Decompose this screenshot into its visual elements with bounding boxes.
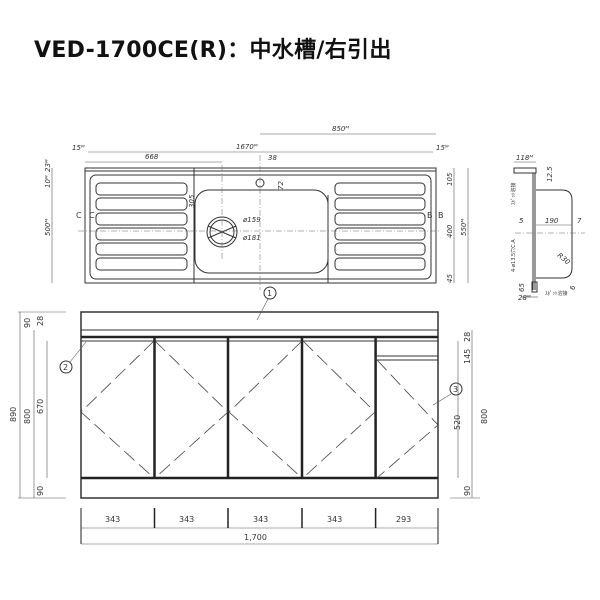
dim-15-right: 15ᴹ (436, 144, 449, 152)
total-width: 1,700 (244, 533, 267, 542)
left-drainboard-ribs (95, 182, 188, 271)
dim-28: 28ᴹ (518, 294, 531, 302)
dim-90-top: 90 (23, 318, 32, 328)
countertop-inner-edge (89, 174, 432, 280)
dim-drain-inner: ø181 (242, 234, 261, 242)
dim-23: 23ᴹ (44, 159, 52, 172)
door-swing-lines (80, 340, 439, 479)
dim-72: 72 (277, 181, 285, 190)
dim-118: 118ᴹ (516, 154, 533, 162)
dim-r30: R30 (556, 251, 572, 266)
dim-10: 10ᴹ (44, 175, 52, 188)
width-door-4: 343 (327, 515, 342, 524)
dim-90-bottom-left: 90 (36, 486, 45, 496)
front-view: 1 2 3 890 800 670 90 28 90 28 145 520 80… (9, 286, 489, 545)
plan-view: 850ᴹ 1670ᴹ 15ᴹ 15ᴹ 668 305 38 72 23ᴹ 10ᴹ… (44, 125, 469, 290)
dim-15-left: 15ᴹ (72, 144, 85, 152)
dim-190: 190 (545, 217, 559, 225)
dim-670: 670 (36, 399, 45, 414)
width-door-2: 343 (179, 515, 194, 524)
callout-2 (59, 360, 73, 374)
callout-3 (449, 382, 463, 396)
sink-basin (194, 189, 329, 274)
dim-305: 305 (188, 194, 196, 208)
countertop-outline (84, 167, 437, 284)
dim-550: 550ᴹ (460, 219, 468, 236)
dim-5: 5 (519, 217, 524, 225)
dim-145: 145 (463, 349, 472, 364)
callout-1-label: 1 (267, 289, 272, 298)
dim-90-bottom-right: 90 (463, 486, 472, 496)
dim-850: 850ᴹ (332, 125, 349, 133)
dim-668: 668 (145, 153, 159, 161)
dim-520: 520 (453, 415, 462, 430)
dim-65: 65 (518, 283, 526, 292)
dim-400: 400 (446, 224, 454, 238)
dim-800-left: 800 (23, 409, 32, 424)
width-door-5: 293 (396, 515, 411, 524)
section-mark-c-right: C (89, 211, 95, 220)
door-dividers (153, 337, 377, 478)
dim-drain-outer: ø159 (242, 216, 261, 224)
section-mark-b-right: B (438, 211, 444, 220)
dim-890: 890 (9, 407, 18, 422)
dim-28-left: 28 (36, 316, 45, 326)
width-door-1: 343 (105, 515, 120, 524)
dim-500: 500ᴹ (44, 219, 52, 236)
dim-800-right: 800 (480, 409, 489, 424)
dim-45: 45 (446, 274, 454, 283)
note-spot-weld-top: ｽﾎﾟｯﾄ溶接 (510, 182, 517, 205)
width-door-3: 343 (253, 515, 268, 524)
page-title: VED-1700CE(R)：中水槽/右引出 (34, 38, 392, 63)
callout-3-label: 3 (453, 385, 458, 394)
section-mark-b-left: B (427, 211, 433, 220)
section-mark-c-left: C (76, 211, 82, 220)
dim-12-5: 12.5 (546, 166, 554, 182)
right-drainboard-ribs (334, 182, 426, 271)
section-top-flange (513, 167, 537, 174)
dim-7: 7 (577, 217, 582, 225)
cabinet-outline (80, 311, 439, 499)
note-spot-weld-bottom: ｽﾎﾟｯﾄ溶接 (545, 290, 568, 297)
dim-38: 38 (268, 154, 277, 162)
callout-2-label: 2 (63, 363, 68, 372)
dim-105: 105 (446, 172, 454, 186)
section-view: 118ᴹ 12.5 5 190 7 R30 6 65 28ᴹ ｽﾎﾟｯﾄ溶接 4… (510, 154, 585, 302)
dim-1670: 1670ᴹ (236, 143, 258, 151)
dim-6: 6 (569, 285, 577, 290)
callout-1 (263, 286, 277, 300)
note-holes: 4-ø13.5穴C.A (510, 239, 517, 272)
drawer-front (375, 355, 439, 361)
dim-28-right: 28 (463, 332, 472, 342)
